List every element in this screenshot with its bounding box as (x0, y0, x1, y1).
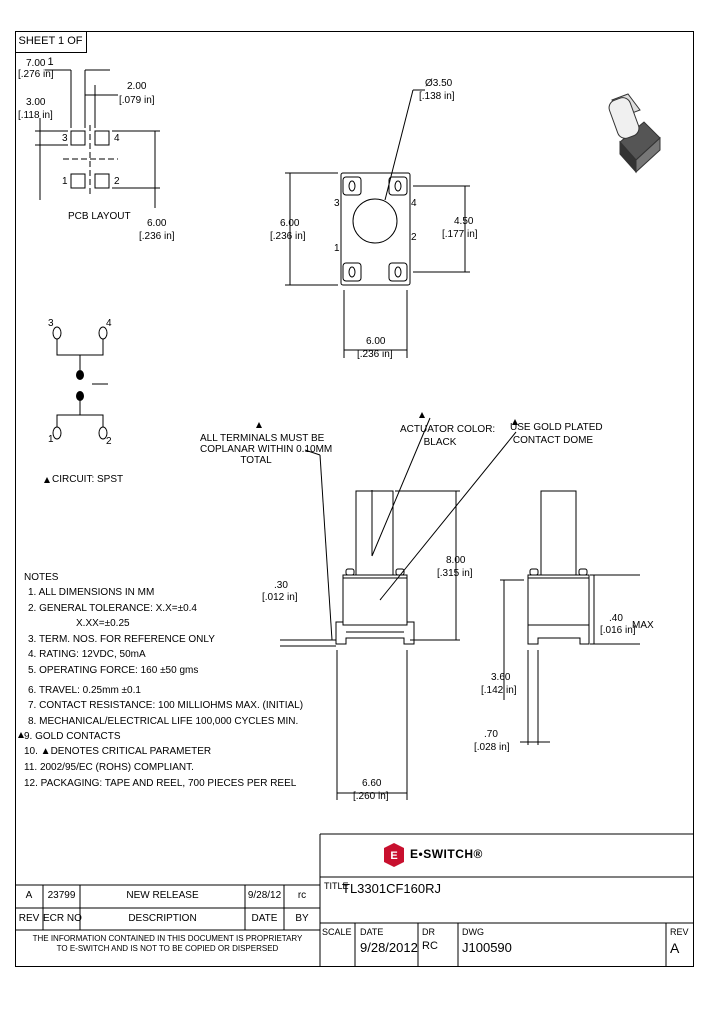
dim-360-in: [.142 in] (481, 685, 517, 696)
top-w600-in: [.236 in] (357, 349, 393, 360)
note-10: 10. ▲DENOTES CRITICAL PARAMETER (24, 746, 212, 757)
pcb-dim-700: 7.00 (26, 58, 46, 69)
dim-040-max: MAX (632, 620, 654, 631)
note-11: 11. 2002/95/EC (ROHS) COMPLIANT. (24, 762, 194, 773)
date-header: DATE (251, 913, 278, 924)
rev-date: 9/28/12 (247, 890, 282, 901)
pcb-dim-200: 2.00 (127, 81, 147, 92)
circuit-label: CIRCUIT: SPST (52, 474, 124, 485)
drawing-date: 9/28/2012 (360, 940, 418, 955)
top-pin-1: 1 (334, 243, 340, 254)
note-4: 4. RATING: 12VDC, 50mA (28, 649, 146, 660)
note-7: 7. CONTACT RESISTANCE: 100 MILLIOHMS MAX… (28, 700, 304, 711)
circuit-p3: 3 (48, 318, 54, 329)
rev-description: NEW RELEASE (126, 890, 199, 901)
actuator-note-2: BLACK (423, 437, 457, 448)
dim-030: .30 (274, 580, 288, 591)
pcb-dim-300-in: [.118 in] (18, 110, 53, 121)
svg-text:E: E (390, 850, 397, 862)
top-dia: Ø3.50 (425, 78, 453, 89)
top-pin-4: 4 (411, 198, 417, 209)
dim-070: .70 (484, 729, 498, 740)
top-h450: 4.50 (454, 216, 474, 227)
top-h600: 6.00 (280, 218, 300, 229)
note-2: 2. GENERAL TOLERANCE: X.X=±0.4 (28, 603, 197, 614)
title-label: TITLE (324, 881, 349, 891)
note-8: 8. MECHANICAL/ELECTRICAL LIFE 100,000 CY… (28, 716, 299, 727)
top-w600: 6.00 (366, 336, 386, 347)
circuit-p2: 2 (106, 436, 112, 447)
coplanar-note-3: TOTAL (240, 455, 272, 466)
note-1: 1. ALL DIMENSIONS IN MM (28, 587, 155, 598)
coplanar-note-1: ALL TERMINALS MUST BE (200, 433, 325, 444)
pcb-dim-600: 6.00 (147, 218, 167, 229)
pcb-dim-200-in: [.079 in] (119, 95, 155, 106)
note-3: 3. TERM. NOS. FOR REFERENCE ONLY (28, 634, 215, 645)
rev-value: A (25, 890, 33, 901)
proprietary-line-1: THE INFORMATION CONTAINED IN THIS DOCUME… (32, 934, 303, 943)
top-view (285, 89, 470, 358)
pcb-pin-1: 1 (62, 176, 68, 187)
circuit-p1: 1 (48, 434, 54, 445)
note-9: 9. GOLD CONTACTS (24, 731, 121, 742)
sheet-number: SHEET 1 OF 1 (15, 31, 87, 68)
note-2b: X.XX=±0.25 (76, 618, 130, 629)
note-5: 5. OPERATING FORCE: 160 ±50 gms (28, 665, 199, 676)
coplanar-note-2: COPLANAR WITHIN 0.10MM (200, 444, 333, 455)
dim-070-in: [.028 in] (474, 742, 510, 753)
pcb-dim-600-in: [.236 in] (139, 231, 175, 242)
ecn-value: 23799 (47, 890, 76, 901)
top-pin-2: 2 (411, 232, 417, 243)
actuator-note-1: ACTUATOR COLOR: (400, 424, 496, 435)
pcb-pin-4: 4 (114, 133, 120, 144)
dim-800: 8.00 (446, 555, 466, 566)
dome-note-2: CONTACT DOME (512, 435, 594, 446)
rev-header: REV (18, 913, 40, 924)
dim-040: .40 (609, 613, 623, 624)
description-header: DESCRIPTION (128, 913, 197, 924)
proprietary-line-2: TO E-SWITCH AND IS NOT TO BE COPIED OR D… (56, 944, 279, 953)
dome-note-1: USE GOLD PLATED (510, 422, 603, 433)
rev-by: rc (297, 890, 307, 901)
company-logo-text: E•SWITCH® (410, 847, 483, 861)
pcb-layout (35, 69, 160, 208)
part-title: TL3301CF160RJ (342, 881, 441, 896)
dim-040-in: [.016 in] (600, 625, 636, 636)
top-h600-in: [.236 in] (270, 231, 306, 242)
dim-360: 3.60 (491, 672, 511, 683)
date-label: DATE (360, 927, 384, 937)
pcb-pin-2: 2 (114, 176, 120, 187)
dim-800-in: [.315 in] (437, 568, 473, 579)
rev-letter: A (670, 940, 680, 956)
dim-660: 6.60 (362, 778, 382, 789)
pcb-layout-label: PCB LAYOUT (68, 211, 131, 222)
isometric-view (608, 93, 661, 174)
dim-030-in: [.012 in] (262, 592, 298, 603)
right-side-view (500, 490, 640, 745)
eswitch-logo-mark: E (384, 843, 404, 867)
by-header: BY (295, 913, 309, 924)
dwg-label: DWG (462, 927, 484, 937)
circuit-diagram (52, 326, 108, 440)
drawn-by: RC (422, 940, 438, 952)
note-6: 6. TRAVEL: 0.25mm ±0.1 (28, 685, 141, 696)
top-dia-in: [.138 in] (419, 91, 455, 102)
pcb-pin-3: 3 (62, 133, 68, 144)
note-12: 12. PACKAGING: TAPE AND REEL, 700 PIECES… (24, 778, 297, 789)
ecn-header: ECR NO (43, 913, 82, 924)
pcb-dim-700-in: [.276 in] (18, 69, 54, 80)
rev-label: REV (670, 927, 689, 937)
dim-660-in: [.260 in] (353, 791, 389, 802)
pcb-dim-300: 3.00 (26, 97, 46, 108)
notes-heading: NOTES (24, 572, 59, 583)
top-pin-3: 3 (334, 198, 340, 209)
top-h450-in: [.177 in] (442, 229, 478, 240)
dwg-number: J100590 (462, 940, 512, 955)
scale-label: SCALE (322, 927, 352, 937)
drawn-by-label: DR (422, 927, 435, 937)
side-view (280, 417, 517, 800)
circuit-p4: 4 (106, 318, 112, 329)
